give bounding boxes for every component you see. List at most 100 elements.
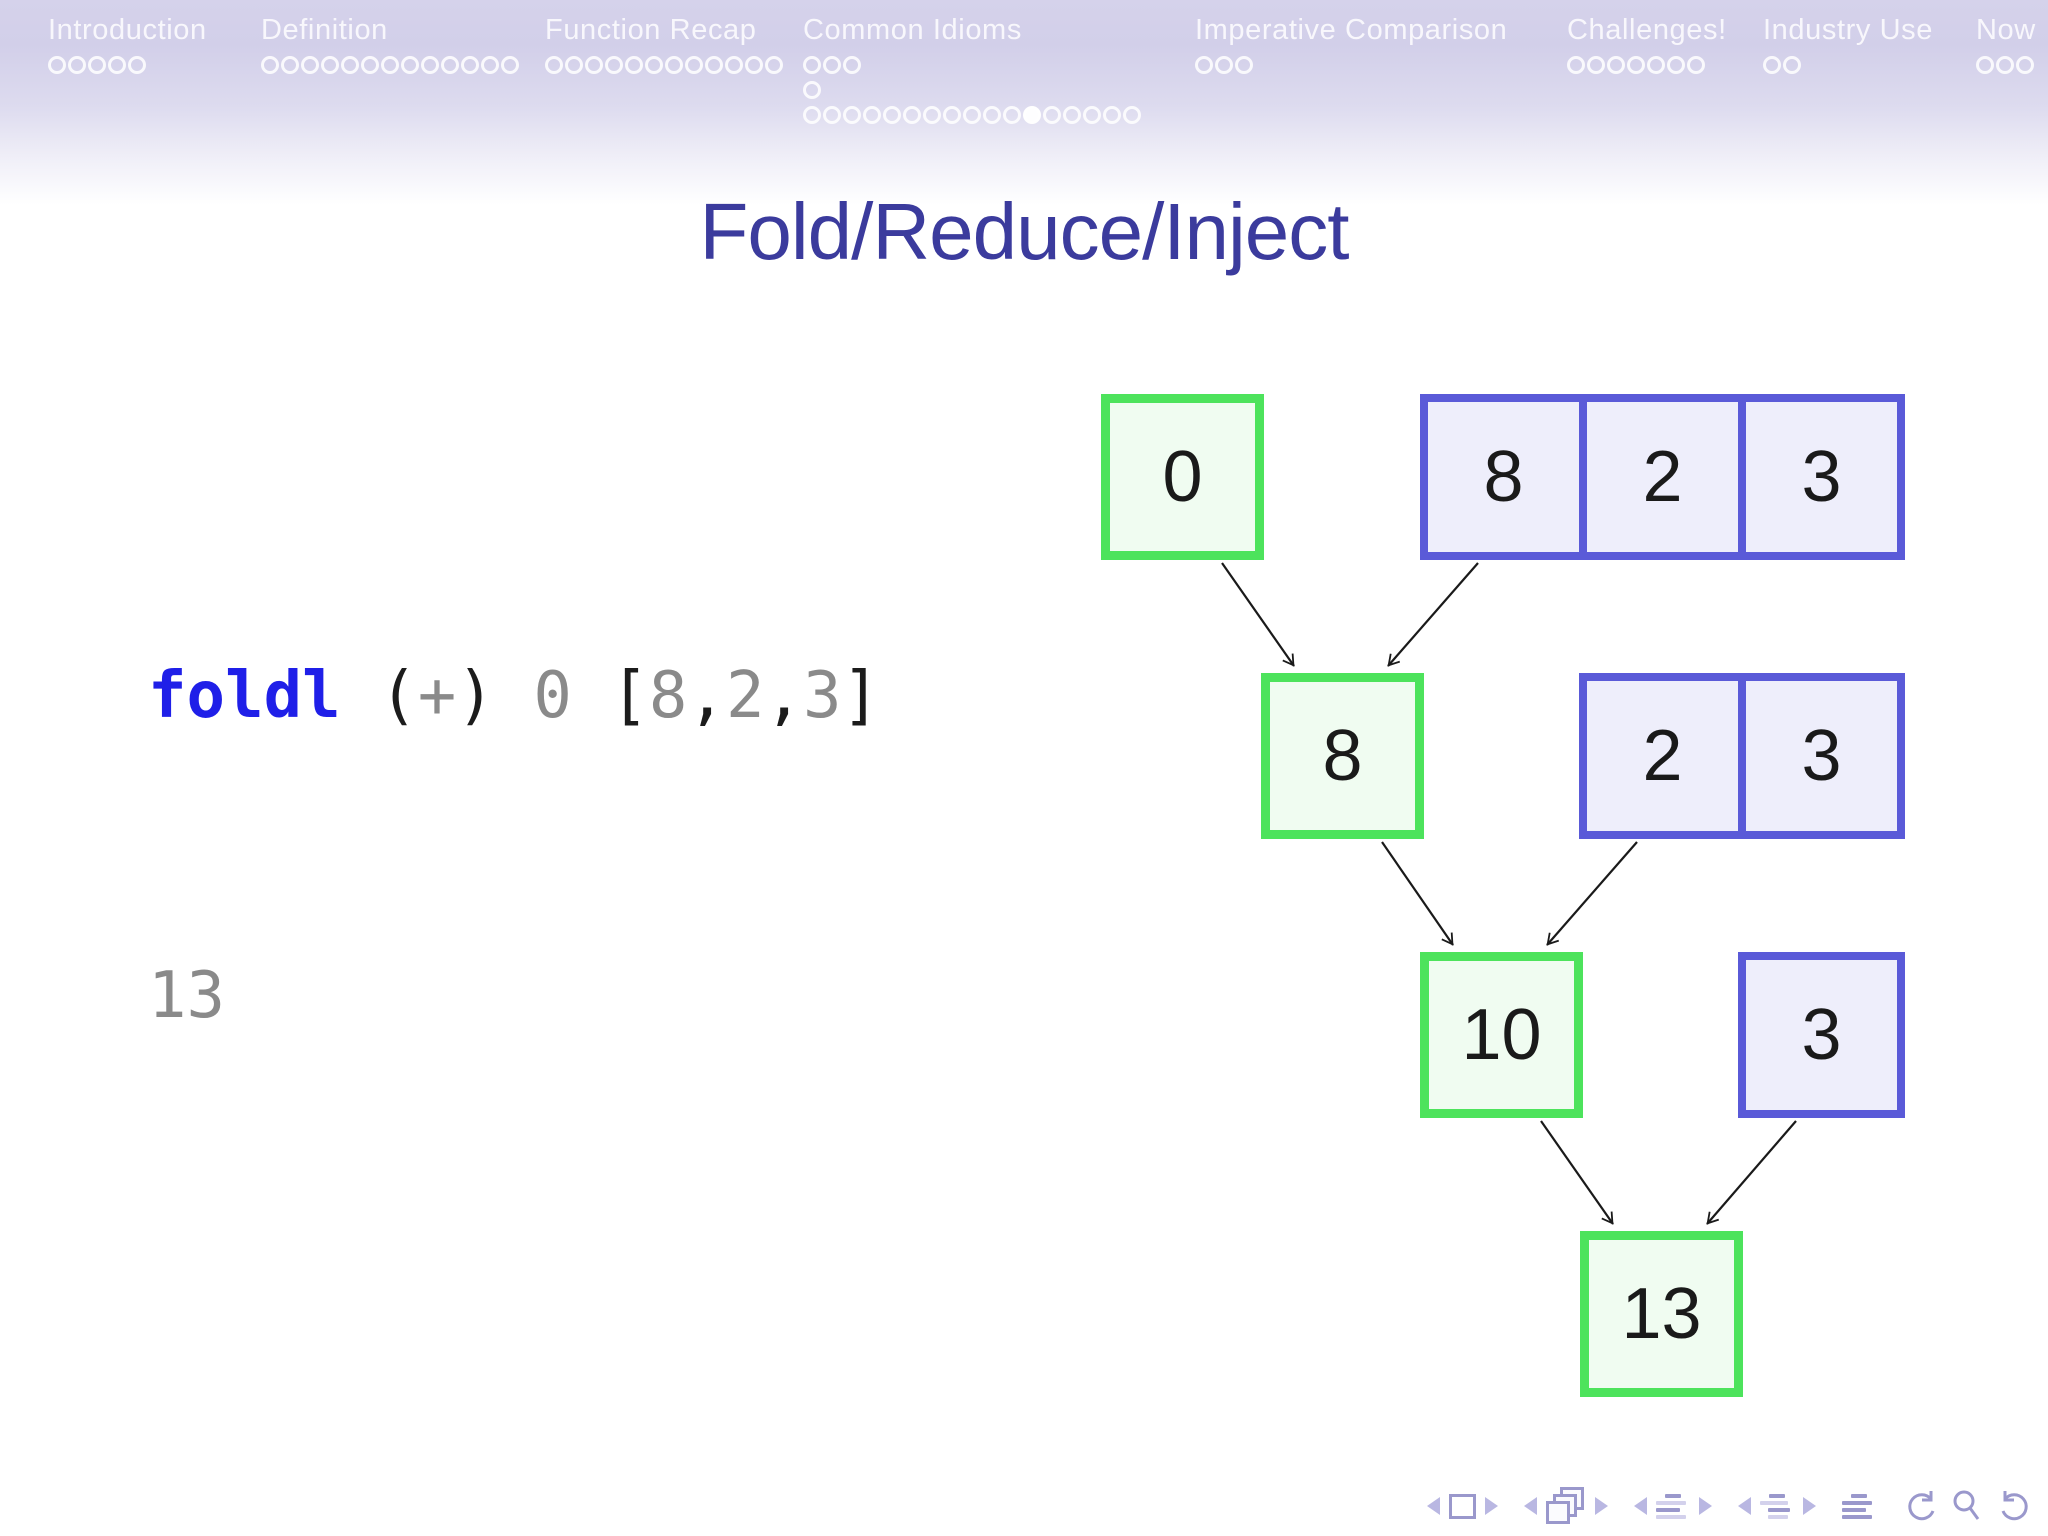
slide-dot[interactable] — [1003, 106, 1021, 124]
slide-dot[interactable] — [983, 106, 1001, 124]
slide-dot[interactable] — [843, 56, 861, 74]
nav-section-challenges[interactable]: Challenges! — [1567, 14, 1727, 74]
slide-dot[interactable] — [1587, 56, 1605, 74]
slide-dot[interactable] — [1215, 56, 1233, 74]
slide-dot[interactable] — [1043, 106, 1061, 124]
section-label[interactable]: Common Idioms — [803, 14, 1022, 46]
slide-dot[interactable] — [545, 56, 563, 74]
nav-section-introduction[interactable]: Introduction — [48, 14, 207, 74]
prev-arrow-icon[interactable] — [1524, 1497, 1537, 1515]
next-arrow-icon[interactable] — [1485, 1497, 1498, 1515]
section-label[interactable]: Industry Use — [1763, 14, 1933, 46]
slide-dot[interactable] — [1687, 56, 1705, 74]
slide-dot[interactable] — [1607, 56, 1625, 74]
slide-dot[interactable] — [1783, 56, 1801, 74]
slide-dot[interactable] — [665, 56, 683, 74]
slide-dot[interactable] — [48, 56, 66, 74]
nav-section-function-recap[interactable]: Function Recap — [545, 14, 785, 74]
section-label[interactable]: Now — [1976, 14, 2036, 46]
nav-section-imperative-comparison[interactable]: Imperative Comparison — [1195, 14, 1507, 74]
slide-dot[interactable] — [421, 56, 439, 74]
slide-dot[interactable] — [1195, 56, 1213, 74]
slide-dot[interactable] — [883, 106, 901, 124]
nav-section-industry-use[interactable]: Industry Use — [1763, 14, 1933, 74]
slide-dot[interactable] — [803, 106, 821, 124]
appendix-icon[interactable] — [1842, 1493, 1876, 1519]
slide-dot[interactable] — [803, 56, 821, 74]
slide-dot[interactable] — [725, 56, 743, 74]
slide-dot[interactable] — [645, 56, 663, 74]
next-arrow-icon[interactable] — [1803, 1497, 1816, 1515]
slide-dot[interactable] — [1063, 106, 1081, 124]
slide-dot[interactable] — [501, 56, 519, 74]
section-label[interactable]: Challenges! — [1567, 14, 1727, 46]
subsection-list-icon[interactable] — [1760, 1493, 1794, 1519]
slide-dot[interactable] — [1976, 56, 1994, 74]
slide-dot[interactable] — [705, 56, 723, 74]
history-nav — [1902, 1487, 2034, 1525]
slide-dot[interactable] — [923, 106, 941, 124]
prev-arrow-icon[interactable] — [1427, 1497, 1440, 1515]
slide-dot[interactable] — [685, 56, 703, 74]
slide-dot[interactable] — [341, 56, 359, 74]
slide-dot[interactable] — [745, 56, 763, 74]
forward-icon[interactable] — [1996, 1487, 2034, 1525]
slide-dot[interactable] — [843, 106, 861, 124]
slide-dot[interactable] — [1667, 56, 1685, 74]
slide-dot[interactable] — [1083, 106, 1101, 124]
slide-dot[interactable] — [1567, 56, 1585, 74]
section-label[interactable]: Function Recap — [545, 14, 757, 46]
slide-dot[interactable] — [585, 56, 603, 74]
slide-dot[interactable] — [461, 56, 479, 74]
slide-dot[interactable] — [1647, 56, 1665, 74]
frames-stack-icon[interactable] — [1546, 1487, 1586, 1525]
slide-dot[interactable] — [565, 56, 583, 74]
slide-dot[interactable] — [1103, 106, 1121, 124]
slide-dot[interactable] — [863, 106, 881, 124]
slide-dot[interactable] — [261, 56, 279, 74]
slide-dot[interactable] — [605, 56, 623, 74]
slide-dot[interactable] — [803, 81, 821, 99]
frame-icon[interactable] — [1449, 1493, 1476, 1519]
section-label[interactable]: Imperative Comparison — [1195, 14, 1508, 46]
slide-dot[interactable] — [68, 56, 86, 74]
slide-dot[interactable] — [2016, 56, 2034, 74]
slide-dot[interactable] — [625, 56, 643, 74]
slide-dot[interactable] — [1123, 106, 1141, 124]
slide-dot[interactable] — [321, 56, 339, 74]
prev-arrow-icon[interactable] — [1738, 1497, 1751, 1515]
section-label[interactable]: Introduction — [48, 14, 207, 46]
slide-dot[interactable] — [903, 106, 921, 124]
slide-dot[interactable] — [281, 56, 299, 74]
slide-dot[interactable] — [108, 56, 126, 74]
search-icon[interactable] — [1949, 1487, 1987, 1525]
slide-dot[interactable] — [361, 56, 379, 74]
slide-dot[interactable] — [1763, 56, 1781, 74]
slide-dot[interactable] — [88, 56, 106, 74]
slide-dot[interactable] — [823, 56, 841, 74]
nav-section-common-idioms[interactable]: Common Idioms — [803, 14, 1143, 124]
slide-dot[interactable] — [823, 106, 841, 124]
back-icon[interactable] — [1902, 1487, 1940, 1525]
section-label[interactable]: Definition — [261, 14, 388, 46]
slide-dot[interactable] — [441, 56, 459, 74]
slide-dot[interactable] — [765, 56, 783, 74]
slide-dot[interactable] — [128, 56, 146, 74]
section-list-icon[interactable] — [1656, 1493, 1690, 1519]
list-cell: 2 — [1583, 677, 1742, 835]
slide-dot[interactable] — [401, 56, 419, 74]
slide-dot[interactable] — [1996, 56, 2014, 74]
slide-dot[interactable] — [481, 56, 499, 74]
slide-dot[interactable] — [301, 56, 319, 74]
nav-section-definition[interactable]: Definition — [261, 14, 521, 74]
nav-section-now[interactable]: Now — [1976, 14, 2036, 74]
slide-dot[interactable] — [1235, 56, 1253, 74]
prev-arrow-icon[interactable] — [1634, 1497, 1647, 1515]
slide-dot-current[interactable] — [1023, 106, 1041, 124]
next-arrow-icon[interactable] — [1699, 1497, 1712, 1515]
slide-dot[interactable] — [1627, 56, 1645, 74]
slide-dot[interactable] — [963, 106, 981, 124]
slide-dot[interactable] — [381, 56, 399, 74]
next-arrow-icon[interactable] — [1595, 1497, 1608, 1515]
slide-dot[interactable] — [943, 106, 961, 124]
